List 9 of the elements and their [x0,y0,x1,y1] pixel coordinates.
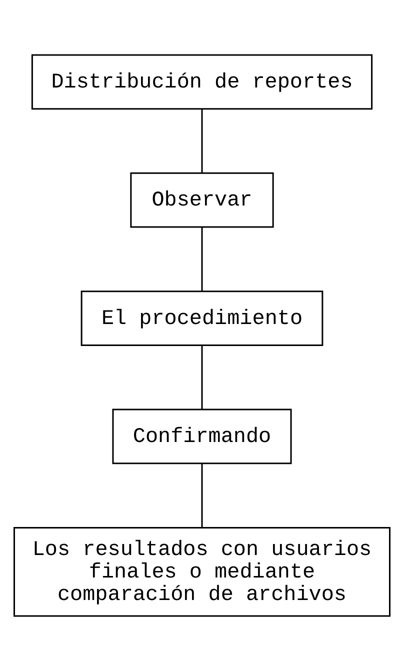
node-box: El procedimiento [80,290,324,346]
node-box: Distribución de reportes [31,54,373,110]
connector [201,226,203,291]
node-box: Observar [130,172,274,228]
connector [201,108,203,173]
connector [201,344,203,409]
connector [201,463,203,528]
node-box: Confirmando [112,408,292,464]
node-box: Los resultados con usuarios finales o mediante comparación de archivos [14,526,390,616]
